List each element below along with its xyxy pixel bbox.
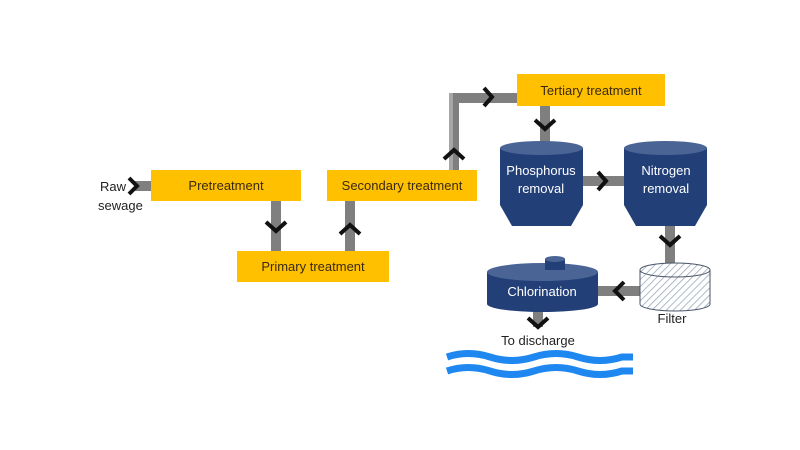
pipe-input [135, 181, 153, 191]
pretreatment-label: Pretreatment [188, 178, 264, 193]
nitrogen-label-line2: removal [643, 181, 689, 196]
arrow-left-icon [612, 280, 626, 302]
pipe-highlight [449, 93, 453, 172]
chlorination-label: Chlorination [507, 284, 576, 299]
pipe-chlorination-to-discharge [533, 307, 543, 327]
arrow-down-icon [658, 234, 682, 248]
primary-treatment-label: Primary treatment [261, 259, 365, 274]
phosphorus-removal-tank: Phosphorus removal [500, 141, 583, 226]
arrow-down-icon [264, 220, 288, 234]
tertiary-treatment-box: Tertiary treatment [517, 74, 665, 106]
chlorination-tank: Chlorination [487, 256, 598, 312]
arrow-down-icon [526, 316, 550, 330]
nitrogen-label-line1: Nitrogen [641, 163, 690, 178]
arrow-right-icon [127, 176, 140, 196]
pipe-tertiary-to-phosphorus [540, 106, 550, 146]
raw-sewage-line1: Raw [100, 179, 127, 194]
arrow-up-icon [442, 147, 466, 161]
nitrogen-removal-tank: Nitrogen removal [624, 141, 707, 226]
raw-sewage-line2: sewage [98, 198, 143, 213]
pretreatment-box: Pretreatment [151, 170, 301, 201]
filter-label: Filter [658, 311, 688, 326]
phosphorus-label-line1: Phosphorus [506, 163, 576, 178]
pipe-filter-to-chlorination [598, 286, 640, 296]
discharge-label: To discharge [501, 333, 575, 348]
secondary-treatment-box: Secondary treatment [327, 170, 477, 201]
primary-treatment-box: Primary treatment [237, 251, 389, 282]
pipe-pre-to-primary [271, 201, 281, 253]
secondary-treatment-label: Secondary treatment [342, 178, 463, 193]
arrow-right-icon [596, 170, 609, 192]
flow-arrows [127, 86, 682, 330]
pipe-secondary-to-tertiary [449, 93, 518, 172]
arrow-right-icon [482, 86, 495, 108]
arrow-down-icon [533, 118, 557, 132]
raw-sewage-label: Raw sewage [98, 179, 143, 213]
phosphorus-label-line2: removal [518, 181, 564, 196]
arrow-up-icon [338, 222, 362, 236]
water-waves-icon [445, 350, 633, 378]
filter-unit: Filter [639, 262, 711, 326]
tertiary-treatment-label: Tertiary treatment [540, 83, 642, 98]
